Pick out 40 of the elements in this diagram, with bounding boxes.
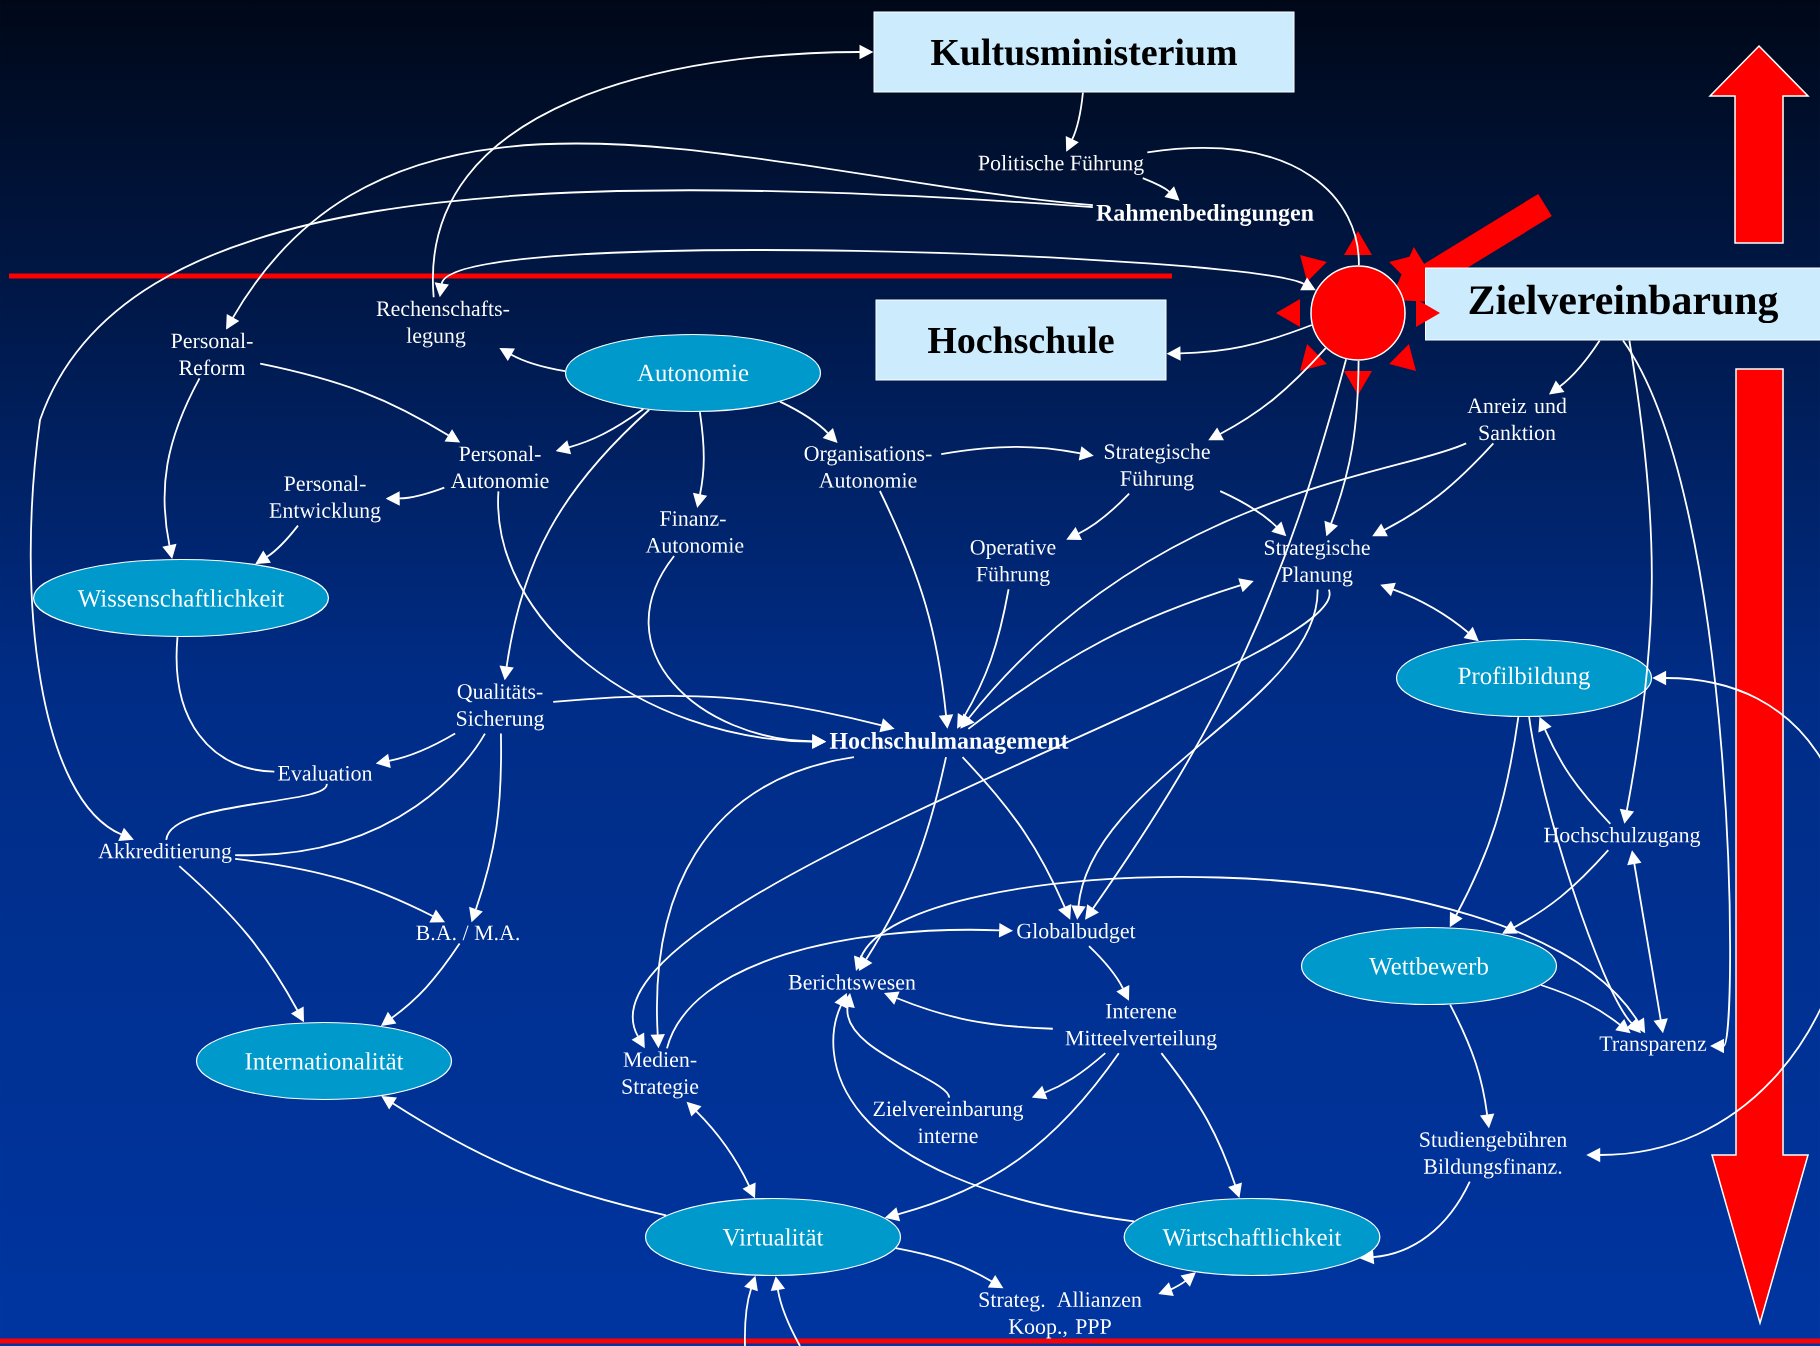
concept-label: Personal-Autonomie — [450, 445, 549, 489]
concept-label: Politische Führung — [978, 155, 1144, 175]
connector-line — [175, 636, 276, 773]
sun-icon — [1276, 231, 1440, 395]
concept-label: Operative Führung — [970, 539, 1056, 587]
concept-label: Rahmenbedingungen — [1096, 204, 1314, 226]
concept-label: Strateg. Allianzen Koop., PPP — [979, 1291, 1142, 1339]
heading-box: Zielvereinbarung — [1425, 267, 1820, 341]
concept-label: Anreiz und Sanktion — [1467, 397, 1567, 441]
concept-label: Evaluation — [278, 765, 373, 781]
concept-label: B.A. / M.A. — [416, 925, 519, 941]
arrow — [1085, 358, 1347, 920]
arrow — [1160, 1052, 1242, 1198]
concept-label: Finanz-Autonomie — [645, 511, 744, 553]
concept-label: Interene Mitteelverteilung — [1065, 1004, 1217, 1050]
concept-label: Rechenschafts-legung — [376, 300, 510, 348]
concept-label: Medien-Strategie — [622, 1051, 699, 1099]
connector-line — [1146, 147, 1360, 267]
arrow — [779, 400, 838, 443]
concept-label: Studiengebühren Bildungsfinanz. — [1420, 1131, 1567, 1179]
concept-label: Akkreditierung — [98, 843, 232, 863]
arrow — [1549, 339, 1601, 395]
arrow — [960, 442, 1468, 729]
concept-label: Globalbudget — [1017, 923, 1136, 943]
concept-label: Hochschulmanagement — [829, 732, 1069, 754]
concept-label: Berichtswesen — [788, 974, 916, 990]
arrow — [1141, 177, 1180, 201]
concept-label: Strategische Führung — [1104, 443, 1210, 491]
concept-label: Personal-Entwicklung — [269, 475, 381, 523]
arrow — [1622, 339, 1731, 1054]
heading-box: Hochschule — [875, 299, 1167, 381]
concept-label: Transparenz — [1599, 1036, 1707, 1056]
concept-label: Qualitäts-Sicherung — [457, 683, 545, 731]
concept-label: Zielvereinbarung interne — [873, 1100, 1024, 1144]
arrow — [1502, 849, 1610, 934]
connector-line — [234, 732, 486, 856]
connector-line — [165, 783, 328, 841]
concept-label: Personal-Reform — [171, 332, 253, 376]
concept-label: Organisations-Autonomie — [804, 446, 932, 488]
heading-box: Kultusministerium — [873, 11, 1295, 93]
